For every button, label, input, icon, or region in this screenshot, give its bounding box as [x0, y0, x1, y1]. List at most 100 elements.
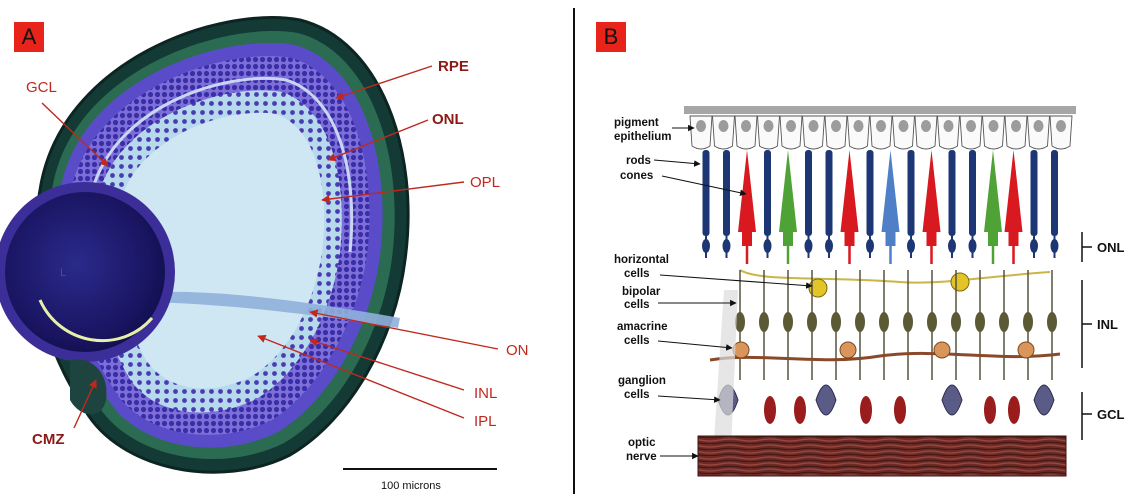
rod-cell	[1031, 150, 1038, 236]
label-amacrine-1: amacrine	[617, 321, 668, 333]
ganglion-cell-small	[860, 396, 872, 424]
panel-a-tag: A	[14, 22, 44, 52]
amacrine-cell	[1018, 342, 1034, 358]
amacrine-cell	[840, 342, 856, 358]
green-cone	[779, 150, 797, 232]
ganglion-arrow	[658, 396, 720, 400]
rod-cell	[949, 150, 956, 236]
bipolar-cell	[1047, 312, 1057, 332]
label-pigment-2: epithelium	[614, 131, 672, 143]
rods-arrow	[654, 160, 700, 164]
pigment-epithelium	[690, 116, 1072, 149]
rod-cell	[723, 150, 730, 236]
label-pigment-1: pigment	[614, 117, 659, 129]
label-cmz: CMZ	[32, 431, 65, 448]
label-inl: INL	[474, 385, 497, 402]
pigment-nucleus	[1034, 120, 1044, 132]
pigment-nucleus	[966, 120, 976, 132]
rod-nucleus	[907, 239, 915, 253]
pigment-nucleus	[854, 120, 864, 132]
amacrine-processes	[710, 353, 1060, 360]
ganglion-cell-small	[894, 396, 906, 424]
gcl-bracket	[1082, 392, 1092, 440]
panel-a: RPE ONL OPL GCL L ON INL IPL CMZ 100 mic…	[0, 18, 529, 492]
label-horizontal-1: horizontal	[614, 254, 669, 266]
label-on: ON	[506, 342, 529, 359]
red-cone-body	[1009, 232, 1019, 246]
pigment-nucleus	[809, 120, 819, 132]
bipolar-cell	[999, 312, 1009, 332]
choroid-bar	[684, 106, 1076, 114]
label-ganglion-2: cells	[624, 389, 650, 401]
label-onl: ONL	[432, 111, 464, 128]
pigment-nucleus	[944, 120, 954, 132]
rod-cell	[764, 150, 771, 236]
labels-b: pigment epithelium rods cones horizontal…	[614, 117, 672, 463]
label-gcl-b: GCL	[1097, 407, 1125, 422]
rod-cell	[826, 150, 833, 236]
pigment-nucleus	[764, 120, 774, 132]
label-bipolar-1: bipolar	[622, 286, 661, 298]
pigment-nucleus	[696, 120, 706, 132]
horizontal-arrow	[660, 275, 812, 286]
pigment-nucleus	[1011, 120, 1021, 132]
blue-cone-body	[886, 232, 896, 246]
rod-cell	[1051, 150, 1058, 236]
ganglion-cell-small	[984, 396, 996, 424]
bipolar-cell	[807, 312, 817, 332]
rod-cell	[867, 150, 874, 236]
rod-cell	[969, 150, 976, 236]
panel-b-tag: B	[596, 22, 626, 52]
bipolar-cell	[927, 312, 937, 332]
rod-nucleus	[764, 239, 772, 253]
bipolar-cell	[903, 312, 913, 332]
bipolar-cell	[831, 312, 841, 332]
label-rods: rods	[626, 155, 651, 167]
ganglion-cell-small	[794, 396, 806, 424]
green-cone	[984, 150, 1002, 232]
scale-bar-label: 100 microns	[381, 480, 441, 492]
layer-labels-b: ONL INL GCL	[1097, 240, 1125, 422]
bipolar-cell	[975, 312, 985, 332]
red-cone-body	[845, 232, 855, 246]
pigment-nucleus	[831, 120, 841, 132]
pigment-nucleus	[741, 120, 751, 132]
rod-cell	[908, 150, 915, 236]
pigment-nucleus	[719, 120, 729, 132]
red-cone	[841, 150, 859, 232]
pigment-nucleus	[989, 120, 999, 132]
rod-nucleus	[825, 239, 833, 253]
amacrine-cell	[934, 342, 950, 358]
label-onl-b: ONL	[1097, 240, 1125, 255]
label-optic-2: nerve	[626, 451, 657, 463]
ganglion-cell-large	[1034, 385, 1054, 415]
green-cone-body	[988, 232, 998, 246]
inl-bracket	[1082, 280, 1092, 368]
rod-nucleus	[1030, 239, 1038, 253]
panel-b: pigment epithelium rods cones horizontal…	[614, 106, 1125, 476]
rod-nucleus	[805, 239, 813, 253]
label-inl-b: INL	[1097, 317, 1118, 332]
label-ipl: IPL	[474, 413, 497, 430]
rod-cell	[703, 150, 710, 236]
label-cones: cones	[620, 170, 653, 182]
red-cone	[923, 150, 941, 232]
rod-nucleus	[969, 239, 977, 253]
label-bipolar-2: cells	[624, 299, 650, 311]
rod-nucleus	[948, 239, 956, 253]
rod-nucleus	[1051, 239, 1059, 253]
label-opl: OPL	[470, 174, 500, 191]
ganglion-cell-large	[942, 385, 962, 415]
label-gcl: GCL	[26, 79, 57, 96]
rod-nucleus	[702, 239, 710, 253]
bipolar-cell	[855, 312, 865, 332]
ganglion-cell-small	[764, 396, 776, 424]
pigment-nucleus	[1056, 120, 1066, 132]
pigment-nucleus	[899, 120, 909, 132]
label-amacrine-2: cells	[624, 335, 650, 347]
photoreceptor-layer	[702, 150, 1059, 264]
optic-nerve-band	[698, 436, 1066, 476]
ganglion-cell-small	[1008, 396, 1020, 424]
pigment-nucleus	[921, 120, 931, 132]
pigment-nucleus	[876, 120, 886, 132]
